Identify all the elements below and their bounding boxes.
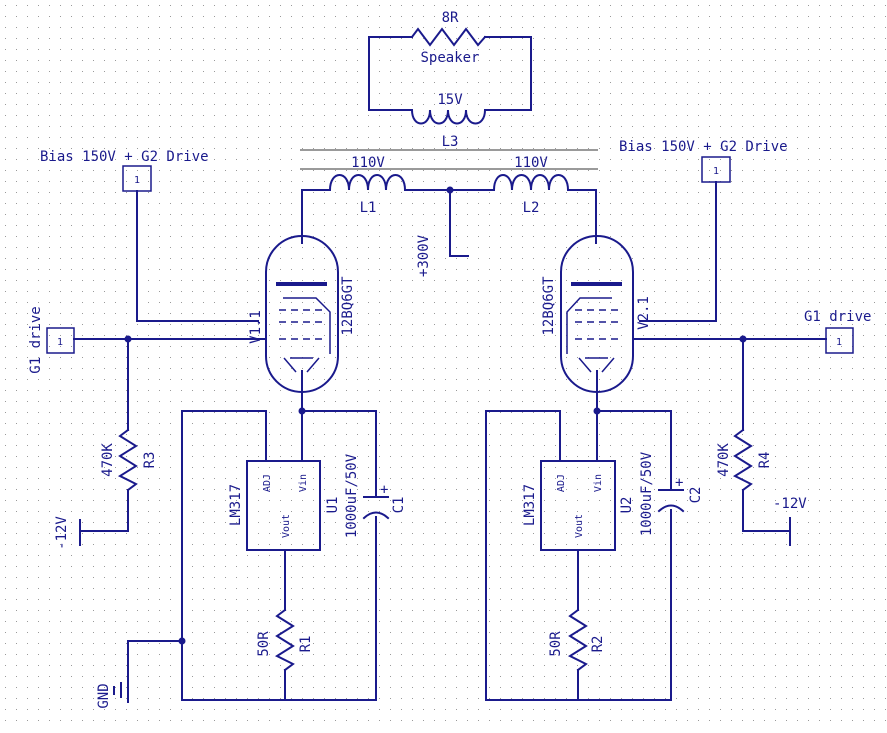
neg-left-label: -12V [54, 516, 70, 550]
g1-right-pin: 1 [836, 337, 842, 348]
C1-ref: C1 [391, 497, 407, 514]
inductor-L2 [492, 174, 570, 192]
supply-label: +300V [416, 234, 432, 277]
primary-windings: 110V L1 110V L2 +300V [301, 155, 597, 277]
bias-right-pin: 1 [713, 166, 719, 177]
U2-part: LM317 [522, 484, 538, 526]
connector-g1-left: G1 drive 1 470K R3 -12V [28, 306, 266, 550]
bias-left-pin: 1 [134, 175, 140, 186]
bias-left-label: Bias 150V + G2 Drive [40, 149, 209, 165]
L2-ref: L2 [523, 200, 540, 216]
C1-value: 1000uF/50V [344, 453, 360, 538]
L3-value: 15V [437, 92, 463, 108]
resistor-R1 [274, 608, 295, 672]
U1-part: LM317 [228, 484, 244, 526]
transformer-core [300, 149, 598, 170]
g1-left-label: G1 drive [28, 306, 44, 373]
V2-part: 12BQ6GT [541, 276, 557, 336]
U2-pin-adj: ADJ [556, 474, 567, 492]
g1-left-pin: 1 [57, 337, 63, 348]
neg-right-label: -12V [773, 496, 807, 512]
inductor-L1 [328, 174, 407, 192]
R1-ref: R1 [298, 636, 314, 653]
speaker-label: Speaker [420, 50, 479, 66]
bias-right-label: Bias 150V + G2 Drive [619, 139, 788, 155]
C2-ref: C2 [688, 487, 704, 504]
U1-ref: U1 [325, 497, 341, 514]
R2-ref: R2 [590, 636, 606, 653]
g1-right-label: G1 drive [804, 309, 871, 325]
R1-value: 50R [256, 631, 272, 657]
U1-pin-adj: ADJ [262, 474, 273, 492]
connector-g1-right: G1 drive 1 470K R4 -12V [632, 309, 871, 546]
gnd-label: GND [96, 683, 112, 708]
V1-ref: V1.1 [248, 310, 264, 344]
resistor-R4 [732, 428, 753, 492]
speaker-loop: 8R Speaker 15V L3 [368, 10, 532, 150]
R3-value: 470K [100, 443, 116, 477]
U2-pin-vout: Vout [574, 514, 585, 538]
V1-part: 12BQ6GT [340, 276, 356, 336]
R4-value: 470K [716, 443, 732, 477]
inductor-L3 [410, 108, 487, 125]
speaker-value: 8R [442, 10, 459, 26]
L2-value: 110V [514, 155, 548, 171]
R3-ref: R3 [142, 452, 158, 469]
C2-polarity: + [675, 475, 683, 491]
U1-pin-vout: Vout [281, 514, 292, 538]
tube-V1: V1.1 12BQ6GT [248, 235, 356, 393]
connector-bias-left: Bias 150V + G2 Drive 1 [40, 149, 259, 322]
U2-pin-vin: Vin [593, 474, 604, 492]
resistor-R2 [567, 608, 588, 672]
resistor-R3 [117, 428, 138, 492]
regulator-U2: ADJ Vin Vout LM317 U2 + 1000uF/50V C2 50… [485, 391, 704, 701]
U1-pin-vin: Vin [298, 474, 309, 492]
connector-bias-right: Bias 150V + G2 Drive 1 [619, 139, 788, 322]
regulator-U1: ADJ Vin Vout LM317 U1 + 1000uF/50V C1 50… [96, 391, 407, 709]
speaker-resistor [410, 27, 487, 47]
R2-value: 50R [548, 631, 564, 657]
R4-ref: R4 [757, 452, 773, 469]
U2-ref: U2 [619, 497, 635, 514]
L3-ref: L3 [442, 134, 459, 150]
C2-value: 1000uF/50V [639, 451, 655, 536]
L1-ref: L1 [360, 200, 377, 216]
V2-ref: V2.1 [636, 296, 652, 330]
C1-polarity: + [380, 482, 388, 498]
L1-value: 110V [351, 155, 385, 171]
tube-V2: 12BQ6GT V2.1 [541, 235, 652, 393]
